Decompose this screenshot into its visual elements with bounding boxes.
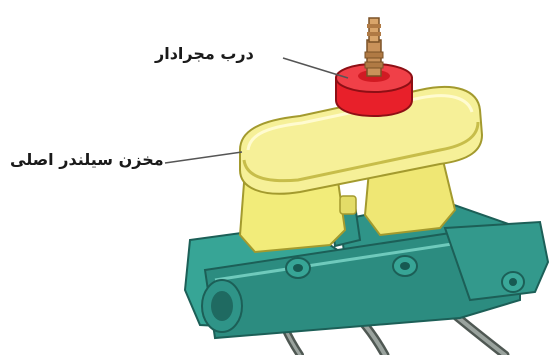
cap-leader-line xyxy=(283,58,348,78)
reservoir-leader-line xyxy=(165,152,242,163)
cap-callout-label: درب مجرادار xyxy=(155,44,254,63)
reservoir-callout-label: مخزن سیلندر اصلی xyxy=(10,150,164,169)
outlet-port-front xyxy=(286,258,310,278)
vent-nipple xyxy=(365,18,383,76)
reservoir-cap xyxy=(336,18,412,116)
cylinder-body xyxy=(185,200,548,338)
outlet-port-rear xyxy=(393,256,417,276)
bleeder-fitting xyxy=(502,272,524,292)
